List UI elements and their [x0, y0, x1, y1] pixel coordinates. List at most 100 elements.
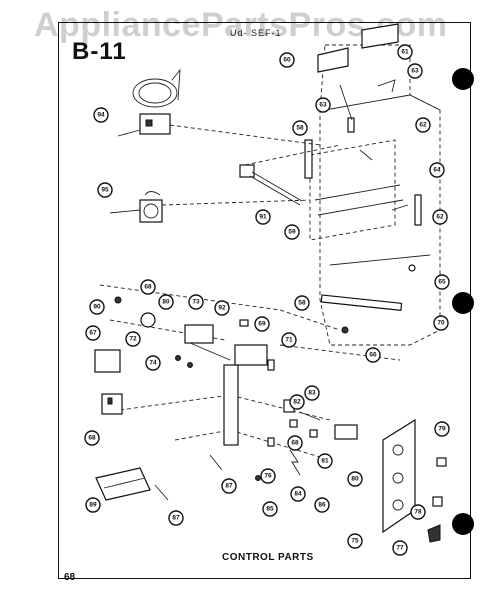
- callout-62b: 62: [432, 209, 448, 225]
- callout-72: 72: [125, 331, 141, 347]
- callout-67: 67: [85, 325, 101, 341]
- motor-assembly: [109, 191, 311, 223]
- svg-text:77: 77: [396, 545, 404, 552]
- svg-text:83: 83: [308, 390, 316, 397]
- callout-59: 59: [284, 224, 300, 240]
- binder-hole-middle: [452, 292, 474, 314]
- svg-text:58: 58: [298, 300, 306, 307]
- control-panel: [382, 418, 447, 543]
- callout-70: 70: [433, 315, 449, 331]
- callout-65: 65: [434, 274, 450, 290]
- callout-89: 89: [85, 497, 101, 513]
- top-panels: [317, 23, 399, 133]
- callout-85: 85: [262, 501, 278, 517]
- callout-68c: 68: [84, 430, 100, 446]
- svg-text:80: 80: [351, 476, 359, 483]
- svg-text:68: 68: [88, 435, 96, 442]
- svg-text:63: 63: [411, 68, 419, 75]
- svg-text:92: 92: [218, 305, 226, 312]
- svg-text:65: 65: [438, 279, 446, 286]
- svg-text:73: 73: [192, 299, 200, 306]
- svg-text:64: 64: [433, 167, 441, 174]
- svg-text:68: 68: [291, 440, 299, 447]
- svg-text:63: 63: [319, 102, 327, 109]
- svg-text:74: 74: [149, 360, 157, 367]
- svg-text:87: 87: [172, 515, 180, 522]
- svg-text:62: 62: [436, 214, 444, 221]
- callout-90: 90: [89, 299, 105, 315]
- thermostat-assembly: [117, 68, 321, 146]
- diagram-caption: CONTROL PARTS: [222, 552, 314, 563]
- svg-text:62: 62: [419, 122, 427, 129]
- header-small-text: Ud- SEF-1: [230, 28, 282, 38]
- callout-79: 79: [434, 421, 450, 437]
- svg-text:76: 76: [264, 473, 272, 480]
- callout-71: 71: [281, 332, 297, 348]
- callout-82: 82: [289, 394, 305, 410]
- svg-text:70: 70: [437, 320, 445, 327]
- callout-87b: 87: [168, 510, 184, 526]
- svg-text:87: 87: [225, 483, 233, 490]
- svg-text:59: 59: [288, 229, 296, 236]
- svg-text:89: 89: [89, 502, 97, 509]
- binder-hole-bottom: [452, 513, 474, 535]
- svg-text:71: 71: [285, 337, 293, 344]
- page-id: B-11: [72, 38, 127, 65]
- callout-63: 63: [407, 63, 423, 79]
- callout-94: 94: [93, 107, 109, 123]
- svg-text:60: 60: [283, 57, 291, 64]
- callout-75: 75: [347, 533, 363, 549]
- page-number: 68: [64, 572, 76, 583]
- svg-text:79: 79: [438, 426, 446, 433]
- shaft-assembly: [239, 144, 341, 206]
- callout-76: 76: [260, 468, 276, 484]
- callout-74: 74: [145, 355, 161, 371]
- callout-84: 84: [290, 486, 306, 502]
- svg-text:81: 81: [321, 458, 329, 465]
- svg-text:72: 72: [129, 336, 137, 343]
- callout-63b: 63: [315, 97, 331, 113]
- callout-66: 66: [365, 347, 381, 363]
- callout-78: 78: [410, 504, 426, 520]
- callout-61: 61: [397, 44, 413, 60]
- callout-87: 87: [221, 478, 237, 494]
- callout-81: 81: [317, 453, 333, 469]
- svg-text:69: 69: [258, 321, 266, 328]
- callout-83: 83: [304, 385, 320, 401]
- svg-text:61: 61: [401, 49, 409, 56]
- binder-hole-top: [452, 68, 474, 90]
- svg-text:78: 78: [414, 509, 422, 516]
- svg-text:80: 80: [162, 299, 170, 306]
- control-housing: [304, 44, 441, 346]
- callout-95: 95: [97, 182, 113, 198]
- callout-91: 91: [255, 209, 271, 225]
- callout-68: 68: [140, 279, 156, 295]
- callout-64: 64: [429, 162, 445, 178]
- callout-86: 86: [314, 497, 330, 513]
- callout-69: 69: [254, 316, 270, 332]
- callout-58b: 58: [294, 295, 310, 311]
- callout-68b: 68: [287, 435, 303, 451]
- svg-text:90: 90: [93, 304, 101, 311]
- callout-73: 73: [188, 294, 204, 310]
- callout-60: 60: [279, 52, 295, 68]
- svg-text:84: 84: [294, 491, 302, 498]
- switch-parts: [255, 399, 358, 481]
- callout-80: 80: [158, 294, 174, 310]
- svg-text:94: 94: [97, 112, 105, 119]
- svg-text:85: 85: [266, 506, 274, 513]
- lower-parts: [94, 296, 349, 501]
- callout-92: 92: [214, 300, 230, 316]
- svg-text:68: 68: [144, 284, 152, 291]
- svg-text:86: 86: [318, 502, 326, 509]
- callout-80b: 80: [347, 471, 363, 487]
- svg-text:58: 58: [296, 125, 304, 132]
- callout-58: 58: [292, 120, 308, 136]
- svg-text:95: 95: [101, 187, 109, 194]
- svg-text:75: 75: [351, 538, 359, 545]
- svg-text:91: 91: [259, 214, 267, 221]
- svg-text:82: 82: [293, 399, 301, 406]
- svg-text:66: 66: [369, 352, 377, 359]
